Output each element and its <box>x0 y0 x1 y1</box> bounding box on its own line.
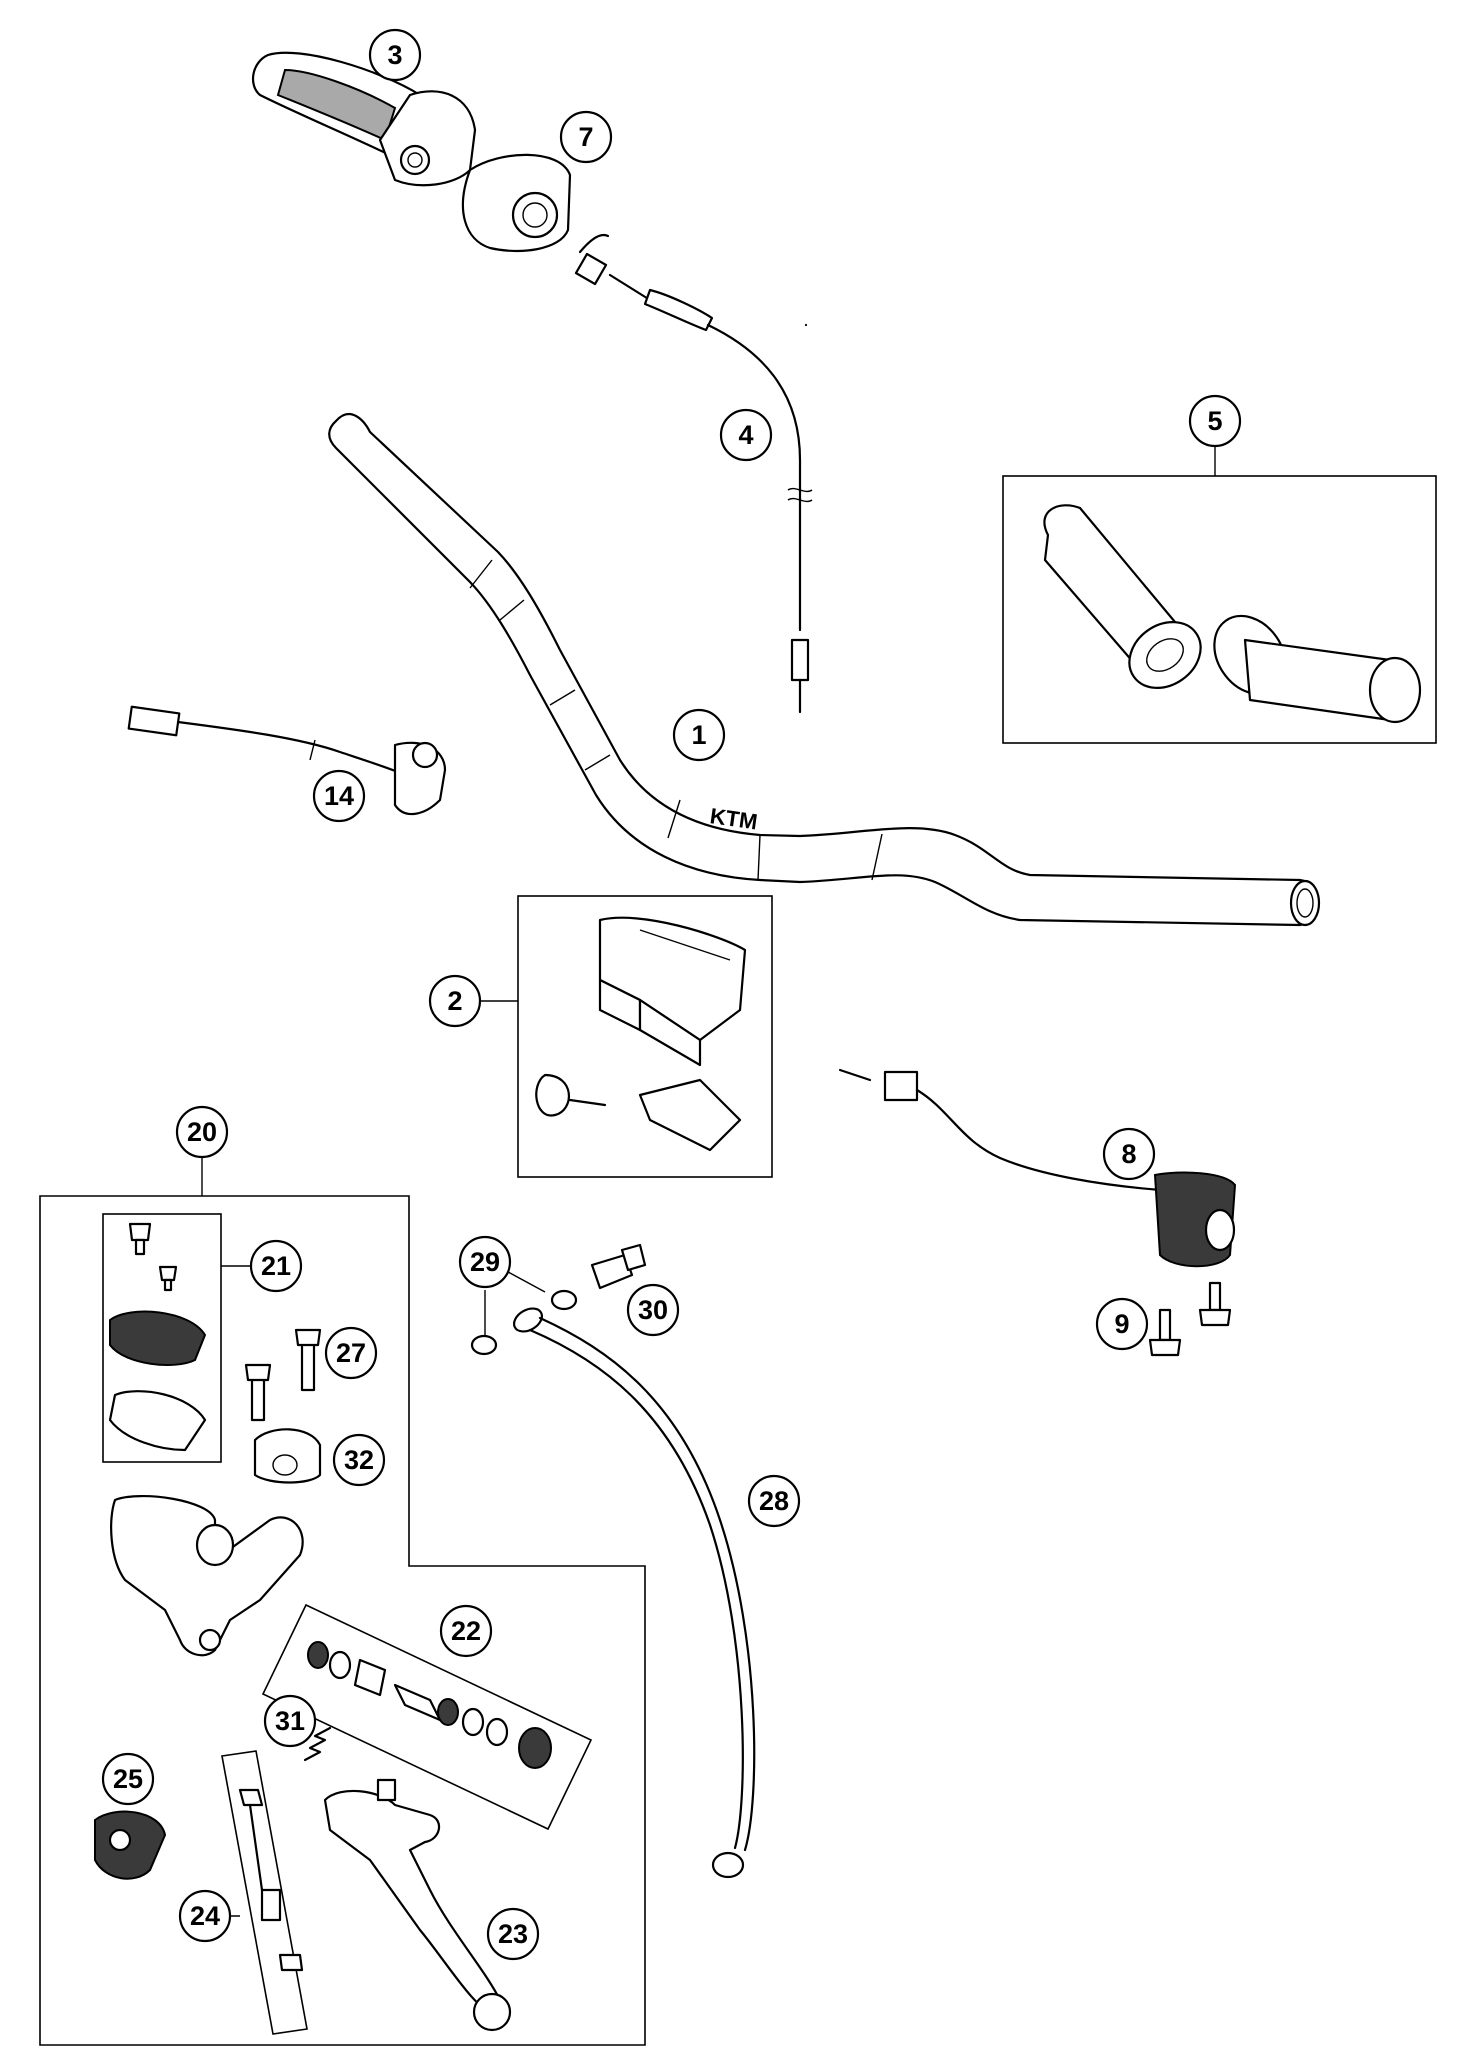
svg-text:32: 32 <box>344 1445 374 1475</box>
svg-text:29: 29 <box>470 1247 500 1277</box>
adjuster-box <box>221 1750 308 2035</box>
svg-text:2: 2 <box>447 986 462 1016</box>
handlebar: KTM <box>328 413 1321 927</box>
throttle-cable <box>574 233 813 714</box>
callout-23: 23 <box>486 1907 540 1961</box>
svg-text:5: 5 <box>1207 406 1222 436</box>
clamp-screws <box>244 1328 322 1422</box>
callout-25: 25 <box>101 1752 155 1806</box>
clutch-master-cylinder <box>110 1494 304 1657</box>
callout-20: 20 <box>175 1105 229 1159</box>
callout-14: 14 <box>312 769 366 823</box>
callout-9: 9 <box>1095 1297 1149 1351</box>
svg-text:4: 4 <box>738 420 753 450</box>
callout-28: 28 <box>747 1474 801 1528</box>
throttle-housing-cover <box>461 153 572 253</box>
switch-screws <box>1148 1281 1232 1357</box>
clutch-assembly-box <box>39 1195 646 2046</box>
svg-text:8: 8 <box>1121 1139 1136 1169</box>
grip-set-box <box>1002 475 1437 744</box>
throttle-grip <box>251 51 477 187</box>
switch-left <box>127 705 447 816</box>
svg-text:3: 3 <box>387 40 402 70</box>
callout-32: 32 <box>332 1433 386 1487</box>
spring <box>303 1726 332 1762</box>
callout-31: 31 <box>263 1694 317 1748</box>
callout-27: 27 <box>324 1326 378 1380</box>
callout-8: 8 <box>1102 1127 1156 1181</box>
callout-24: 24 <box>178 1889 232 1943</box>
adjuster <box>238 1788 304 1972</box>
svg-text:30: 30 <box>638 1295 668 1325</box>
callout-22: 22 <box>439 1604 493 1658</box>
svg-text:22: 22 <box>451 1616 481 1646</box>
svg-text:24: 24 <box>190 1901 220 1931</box>
svg-text:9: 9 <box>1114 1309 1129 1339</box>
callout-21: 21 <box>249 1239 303 1293</box>
clutch-line <box>512 1307 756 1879</box>
svg-text:25: 25 <box>113 1764 143 1794</box>
banjo-bolt <box>590 1243 647 1290</box>
reservoir-cover-parts <box>108 1222 207 1452</box>
clamp <box>253 1428 322 1484</box>
sealing-rings <box>470 1289 578 1356</box>
svg-text:20: 20 <box>187 1117 217 1147</box>
callout-7: 7 <box>559 110 613 164</box>
callout-4: 4 <box>719 408 773 462</box>
piston-kit <box>307 1641 552 1769</box>
callout-2: 2 <box>428 974 482 1028</box>
handlebar-grip-left <box>1043 504 1202 689</box>
svg-text:7: 7 <box>578 122 593 152</box>
lever-clamp-cover <box>94 1810 167 1880</box>
callout-5: 5 <box>1188 394 1242 448</box>
leader-lines <box>201 442 1216 1917</box>
handlebar-grip-right <box>1213 614 1422 724</box>
switch-right <box>838 1068 1237 1268</box>
piston-kit-box <box>261 1603 593 1831</box>
svg-text:23: 23 <box>498 1919 528 1949</box>
svg-text:1: 1 <box>691 720 706 750</box>
callout-30: 30 <box>626 1283 680 1337</box>
svg-text:14: 14 <box>324 781 354 811</box>
svg-text:31: 31 <box>275 1706 305 1736</box>
callout-3: 3 <box>368 28 422 82</box>
callout-1: 1 <box>672 708 726 762</box>
clutch-lever <box>323 1778 512 2032</box>
svg-text:27: 27 <box>336 1338 366 1368</box>
svg-text:28: 28 <box>759 1486 789 1516</box>
handlebar-pad <box>535 916 747 1152</box>
handlebar-protector-box <box>517 895 773 1178</box>
svg-text:21: 21 <box>261 1251 291 1281</box>
reservoir-cover-box <box>102 1213 222 1463</box>
callout-29: 29 <box>458 1235 512 1289</box>
